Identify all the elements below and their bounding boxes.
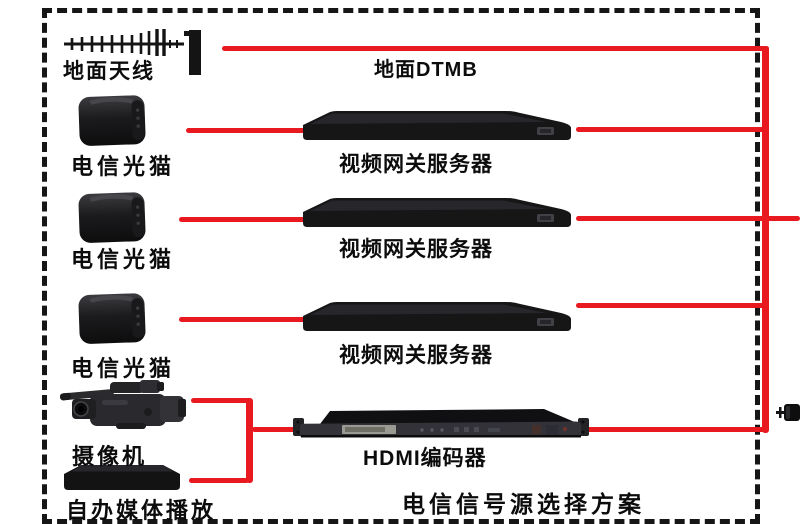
output-plug-icon [776,404,800,421]
media-player-label: 自办媒体播放 [66,498,217,523]
line-camera-to-junction [191,398,252,403]
line-modem3-to-server3 [179,317,306,322]
line-right-bus-vertical [762,46,769,433]
line-antenna-to-bus [222,46,769,51]
hdmi-encoder-icon [293,409,589,438]
line-media-to-junction [189,478,249,483]
modem-label: 电信光猫 [71,247,176,272]
encoder-label: HDMI编码器 [363,447,487,470]
optical-modem-icon [78,192,146,243]
terrestrial-antenna-icon [64,29,201,75]
line-server3-to-bus [576,303,764,308]
line-modem1-to-server1 [186,128,305,133]
modem-label: 电信光猫 [71,356,176,381]
video-gateway-server-icon [303,111,571,140]
dtmb-link-label: 地面DTMB [374,59,478,81]
server-label: 视频网关服务器 [339,238,493,261]
video-gateway-server-icon [303,302,571,331]
modem-label: 电信光猫 [71,154,176,179]
diagram-dashed-border [42,8,760,524]
line-encoder-to-bus [582,427,769,432]
server-label: 视频网关服务器 [339,344,493,367]
scheme-title: 电信信号源选择方案 [402,491,645,517]
line-server2-to-output [576,216,800,221]
optical-modem-icon [78,95,146,146]
line-junction-to-encoder [252,427,298,432]
video-gateway-server-icon [303,198,571,227]
antenna-label: 地面天线 [63,60,155,83]
camera-label: 摄像机 [72,444,148,469]
line-junction-vertical [246,398,253,483]
optical-modem-icon [78,293,146,344]
media-player-icon [64,465,180,490]
server-label: 视频网关服务器 [339,153,493,176]
video-camera-icon [60,380,186,429]
line-modem2-to-server2 [179,217,306,222]
line-server1-to-bus [576,127,764,132]
